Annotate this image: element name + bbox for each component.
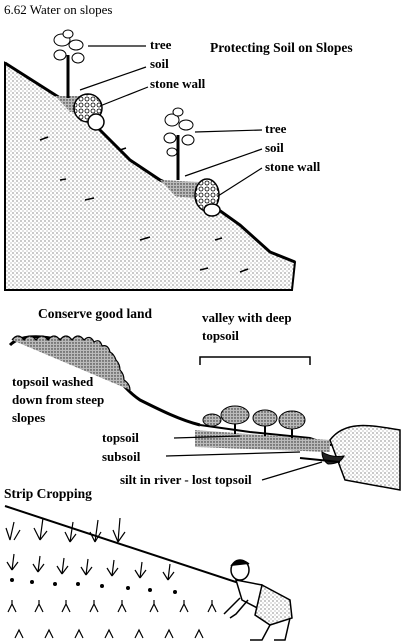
washed-label-line3: slopes (12, 410, 46, 425)
figure-title: 6.62 Water on slopes (4, 2, 113, 17)
upper-tree-label: tree (150, 37, 172, 52)
kneeling-farmer (223, 559, 293, 641)
lower-soil-label: soil (265, 140, 284, 155)
panel1-title: Protecting Soil on Slopes (210, 40, 353, 55)
upper-soil-label: soil (150, 56, 169, 71)
upper-stone-wall-label: stone wall (150, 76, 206, 91)
valley-label-line2: topsoil (202, 328, 239, 343)
washed-label-line2: down from steep (12, 392, 105, 407)
lower-stone-wall-label: stone wall (265, 159, 321, 174)
valley-bracket (199, 356, 311, 365)
subsoil-label: subsoil (102, 449, 141, 464)
lower-tree-label: tree (265, 121, 287, 136)
strip-cropping-field (4, 505, 261, 639)
panel2-title: Conserve good land (38, 306, 153, 321)
valley-landscape (5, 335, 401, 491)
lower-stone-wall (194, 178, 221, 217)
lower-tree (163, 107, 195, 180)
valley-label-line1: valley with deep (202, 310, 292, 325)
hillside-slope (4, 61, 297, 291)
upper-stone-wall (73, 93, 105, 131)
panel1-leader-lines (79, 45, 263, 197)
silt-label: silt in river - lost topsoil (120, 472, 252, 487)
upper-tree (53, 29, 85, 98)
washed-label-line1: topsoil washed (12, 374, 94, 389)
panel2-leader-lines (165, 435, 323, 481)
topsoil-label: topsoil (102, 430, 139, 445)
panel3-title: Strip Cropping (4, 486, 92, 501)
